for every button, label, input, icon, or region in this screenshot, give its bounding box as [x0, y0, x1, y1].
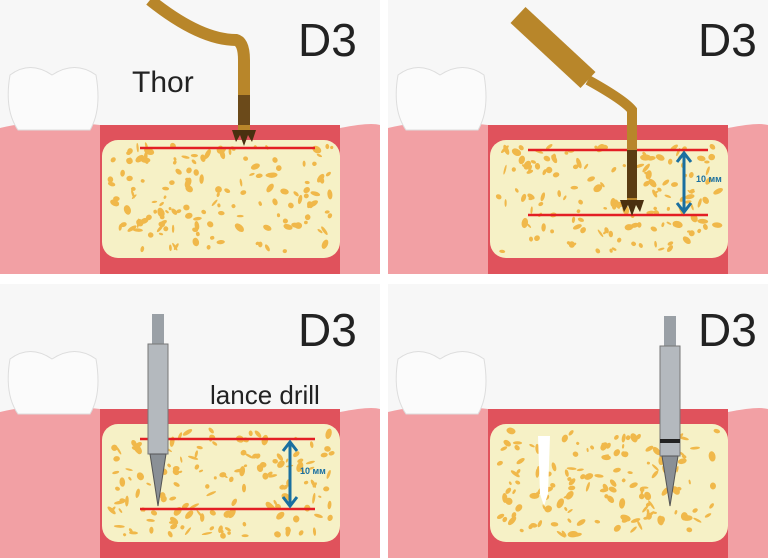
lance-drill-icon — [659, 316, 681, 507]
jaw-cross-section — [0, 0, 380, 274]
panel-lance-drill: 10 мм D3 lance drill — [0, 284, 380, 558]
tooth-icon — [395, 67, 487, 131]
gum — [0, 122, 100, 274]
tooth-icon — [7, 351, 99, 415]
measure-label: 10 мм — [300, 466, 326, 476]
piezo-tip-icon — [510, 6, 644, 216]
panel-depth: 10 мм D3 — [388, 0, 768, 274]
gum — [0, 406, 100, 558]
density-label: D3 — [698, 14, 757, 66]
gum — [388, 122, 488, 274]
panel-drill-inserted: D3 — [388, 284, 768, 558]
jaw-cross-section — [388, 0, 768, 274]
density-label: D3 — [298, 304, 357, 356]
density-label: D3 — [298, 14, 357, 66]
density-label: D3 — [698, 304, 757, 356]
jaw-cross-section — [388, 284, 768, 558]
panel-thor: D3 Thor — [0, 0, 380, 274]
tool-label: Thor — [132, 66, 194, 99]
bone-block — [490, 424, 728, 542]
measure-arrow — [281, 439, 299, 509]
measure-label: 10 мм — [696, 174, 722, 184]
tooth-icon — [395, 351, 487, 415]
lance-drill-icon — [147, 314, 169, 507]
osteotomy-site — [538, 436, 550, 506]
tooth-icon — [7, 67, 99, 131]
tool-label: lance drill — [210, 380, 320, 410]
gum — [388, 406, 488, 558]
measure-arrow — [675, 150, 693, 215]
piezo-tip-icon — [146, 0, 256, 146]
bone-block — [490, 140, 728, 258]
jaw-cross-section — [0, 284, 380, 558]
